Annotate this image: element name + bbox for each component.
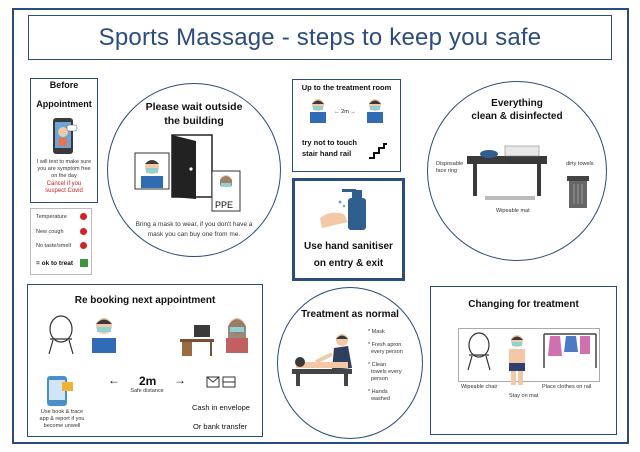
before-heading-2: Appointment [36, 99, 92, 109]
rebook-app-text-1: Use book & trace [40, 409, 84, 415]
envelope-icon [206, 376, 236, 388]
check-taste-smell: No taste/smell [36, 243, 71, 249]
treatment-note-2: * Fresh apron [368, 342, 402, 348]
clothes-rail-icon [543, 333, 597, 368]
clean-heading-2: clean & disinfected [471, 111, 563, 122]
before-text-2: you are symptom free [37, 166, 91, 172]
label-dirty-towels: dirty towels [566, 161, 594, 167]
rebook-distance: 2m [139, 374, 157, 388]
treatment-note-7: * Hands [368, 389, 388, 395]
rebook-pay-1: Cash in envelope [192, 403, 250, 412]
ok-to-treat: = ok to treat [36, 260, 74, 267]
room-text-1: try not to touch [302, 138, 357, 147]
label-new-towels: New towels [508, 160, 537, 166]
phone-icon [53, 118, 78, 154]
label-stay-on-mat: Stay on mat [509, 393, 539, 399]
wait-text-2: mask you can buy one from me. [147, 231, 241, 238]
label-wipeable-chair: Wipeable chair [461, 384, 498, 390]
person-masked-icon [92, 318, 116, 353]
rebook-arrow-right: → [174, 373, 186, 387]
treatment-note-1: * Mask [368, 329, 385, 335]
wait-heading-2: the building [164, 115, 224, 127]
rebook-distance-label: Safe distance [130, 388, 164, 394]
sanitiser-text-1: Use hand sanitiser [304, 241, 393, 252]
treatment-note-6: person [371, 376, 388, 382]
sanitiser-panel [292, 178, 405, 281]
wait-text-1: Bring a mask to wear, if you don't have … [135, 221, 253, 228]
massage-treatment-icon [292, 334, 352, 386]
chair-icon [467, 332, 491, 371]
before-text-1: I will text to make sure [36, 159, 92, 165]
label-clothes-rail: Place clothes on rail [542, 384, 592, 390]
person-changing-icon [509, 335, 525, 385]
cross-icon [80, 242, 87, 249]
rebook-pay-2: Or bank transfer [193, 422, 248, 431]
person-masked-icon [367, 99, 383, 123]
sanitiser-text-2: on entry & exit [313, 258, 384, 269]
massage-table-icon [467, 145, 547, 200]
treatment-note-8: washed [371, 396, 390, 402]
poster-frame [12, 8, 629, 444]
before-warning-1: Cancel if you [46, 181, 82, 187]
changing-heading: Changing for treatment [468, 299, 579, 310]
label-face-ring-2: face ring [436, 168, 458, 174]
treatment-note-5: towels every [371, 369, 402, 375]
page-title: Sports Massage - steps to keep you safe [98, 23, 542, 51]
before-appointment-panel [30, 78, 98, 203]
rebook-app-text-3: become unwell [43, 423, 81, 429]
cross-icon [80, 228, 87, 235]
stairs-icon [369, 143, 387, 159]
ppe-label: PPE [215, 200, 234, 210]
cross-icon [80, 213, 87, 220]
title-banner: Sports Massage - steps to keep you safe [28, 15, 612, 60]
treatment-note-4: * Clean [368, 362, 387, 368]
treatment-room-panel [292, 79, 401, 172]
therapist-masked-icon [226, 318, 248, 353]
treatment-heading: Treatment as normal [301, 309, 399, 320]
clean-panel [427, 81, 607, 261]
checkmark-icon [80, 259, 88, 267]
chair-icon [48, 315, 74, 355]
desk-icon [180, 325, 214, 356]
person-masked-icon [310, 99, 326, 123]
treatment-note-3: every person [371, 349, 403, 355]
check-new-cough: New cough [36, 229, 64, 235]
person-masked-icon [134, 152, 170, 190]
before-warning-2: suspect Covid [45, 188, 83, 194]
phone-app-icon [47, 376, 73, 406]
room-text-2: stair hand rail [302, 149, 352, 158]
rebook-heading: Re booking next appointment [74, 295, 216, 306]
rebook-arrow-left: ← [108, 373, 120, 387]
bin-icon [567, 176, 589, 208]
ppe-worker-icon [211, 170, 241, 212]
hand-sanitiser-icon [320, 189, 366, 230]
wait-heading-1: Please wait outside [145, 101, 243, 113]
label-face-ring-1: Disposable [436, 161, 464, 167]
room-heading: Up to the treatment room [301, 83, 392, 92]
rebook-app-text-2: app & report if you [39, 416, 85, 422]
door-icon [171, 134, 213, 199]
check-temperature: Temperature [36, 214, 67, 220]
before-text-3: on the day [51, 173, 77, 179]
rebooking-panel [27, 284, 263, 437]
label-wipeable-mat: Wipeable mat [496, 208, 530, 214]
before-heading-1: Before [49, 80, 79, 90]
clean-heading-1: Everything [491, 98, 543, 109]
room-distance: ← 2m → [334, 109, 356, 115]
